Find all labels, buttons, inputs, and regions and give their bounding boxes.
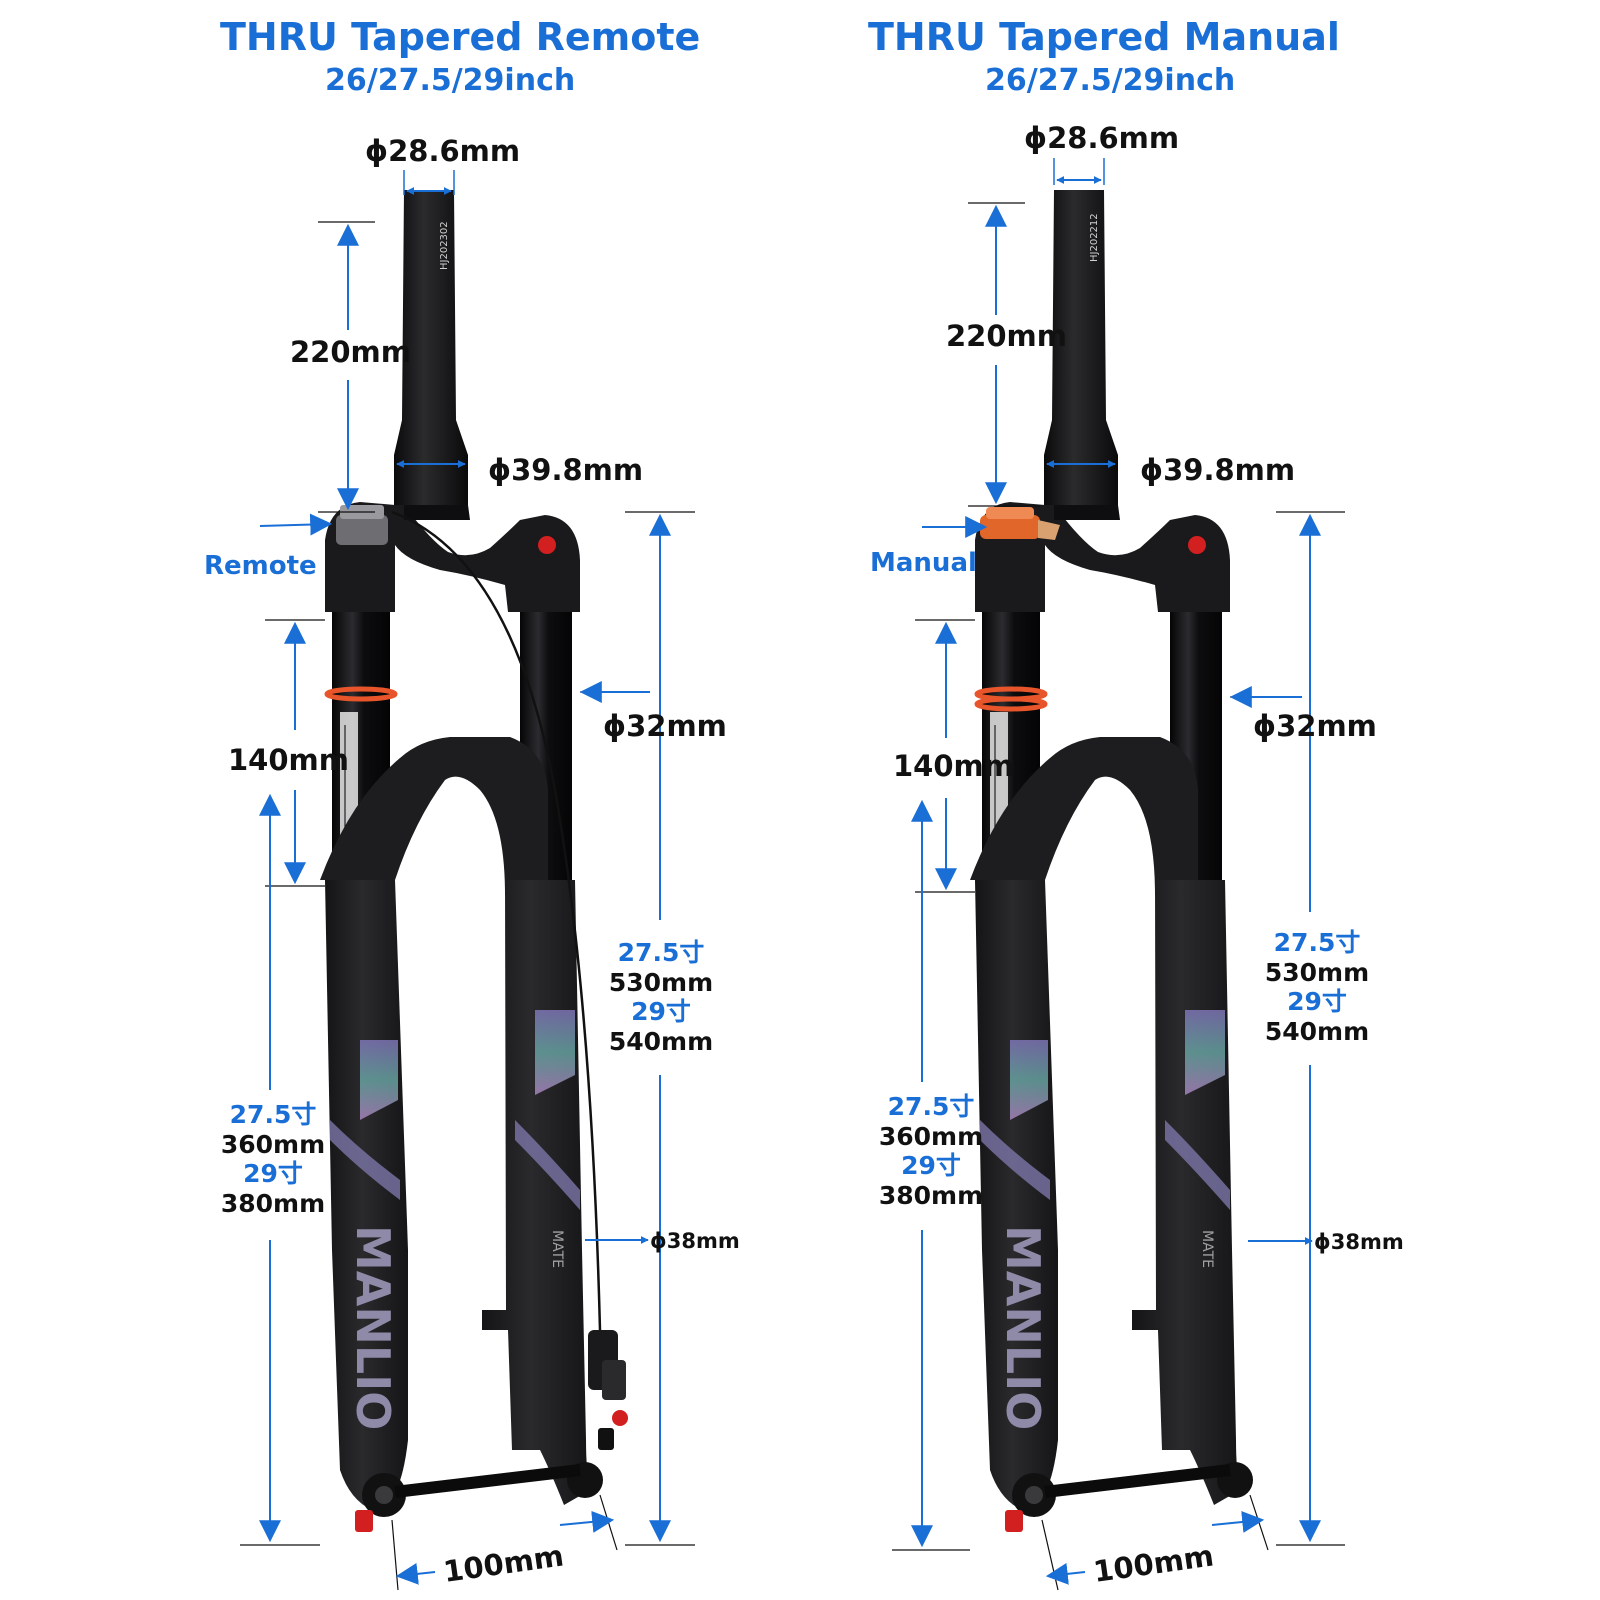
right-title: THRU Tapered Manual [868,15,1340,59]
left-remote-lockout [336,505,388,545]
right-fork: HJ202212 MANLIO MATE [970,190,1253,1532]
left-stanchion-label: ϕ32mm [603,709,727,743]
left-subtitle: 26/27.5/29inch [325,63,576,98]
left-steerer-top-label: ϕ28.6mm [365,134,521,168]
left-lower-leg-label: ϕ38mm [650,1229,740,1253]
left-total-wheel-b: 29寸 [631,997,691,1026]
right-manual-knob [980,507,1060,540]
left-model-text: MATE [549,1230,565,1268]
right-lower-wheel-b: 29寸 [901,1151,961,1180]
right-lower-len-b: 380mm [878,1180,984,1210]
right-lower-leg-label: ϕ38mm [1314,1230,1404,1254]
right-dimensions [892,158,1345,1591]
left-total-wheel-a: 27.5寸 [617,938,705,967]
right-travel-label: 140mm [893,749,1014,783]
left-dimensions [240,170,695,1591]
left-total-len-a: 530mm [608,967,714,997]
right-lower-len-a: 360mm [878,1121,984,1151]
left-brand-text: MANLIO [346,1225,400,1430]
left-remote-cable [391,510,602,1331]
right-axle-arrow [1045,1562,1086,1585]
right-total-wheel-a: 27.5寸 [1273,928,1361,957]
right-total-length-block: 27.5寸 530mm 29寸 540mm [1262,928,1372,1046]
right-brand-text: MANLIO [996,1225,1050,1430]
right-steerer-bottom-label: ϕ39.8mm [1140,453,1296,487]
left-travel-label: 140mm [228,743,349,777]
right-o-ring [974,696,1048,712]
left-axle-arrow [395,1562,436,1585]
right-total-wheel-b: 29寸 [1287,987,1347,1016]
right-total-len-b: 540mm [1264,1016,1370,1046]
right-steerer-top-label: ϕ28.6mm [1024,121,1180,155]
right-serial: HJ202212 [1089,213,1100,262]
left-lower-length-block: 27.5寸 360mm 29寸 380mm [218,1100,328,1218]
right-total-len-a: 530mm [1264,957,1370,987]
right-model-text: MATE [1199,1230,1215,1268]
right-axle-width-label: 100mm [1091,1538,1216,1589]
left-lower-wheel-a: 27.5寸 [229,1100,317,1129]
left-total-len-b: 540mm [608,1026,714,1056]
right-steerer-length-label: 220mm [946,319,1067,353]
left-remote-callout: Remote [204,551,317,581]
left-axle-width-label: 100mm [441,1538,566,1589]
left-remote-lever [588,1330,628,1450]
left-total-length-block: 27.5寸 530mm 29寸 540mm [606,938,716,1056]
right-stanchion-label: ϕ32mm [1253,709,1377,743]
left-lower-len-a: 360mm [220,1129,326,1159]
right-lower-length-block: 27.5寸 360mm 29寸 380mm [876,1092,986,1210]
left-lower-len-b: 380mm [220,1188,326,1218]
left-steerer-length-label: 220mm [290,335,411,369]
left-steerer-bottom-label: ϕ39.8mm [488,453,644,487]
right-subtitle: 26/27.5/29inch [985,63,1236,98]
right-lower-wheel-a: 27.5寸 [887,1092,975,1121]
left-remote-callout-arrow [259,513,333,536]
left-serial: HJ202302 [439,221,450,270]
right-manual-callout: Manual [870,548,977,578]
left-lower-wheel-b: 29寸 [243,1159,303,1188]
left-title: THRU Tapered Remote [220,15,701,59]
left-fork: HJ202302 MANLIO MATE [320,190,628,1532]
